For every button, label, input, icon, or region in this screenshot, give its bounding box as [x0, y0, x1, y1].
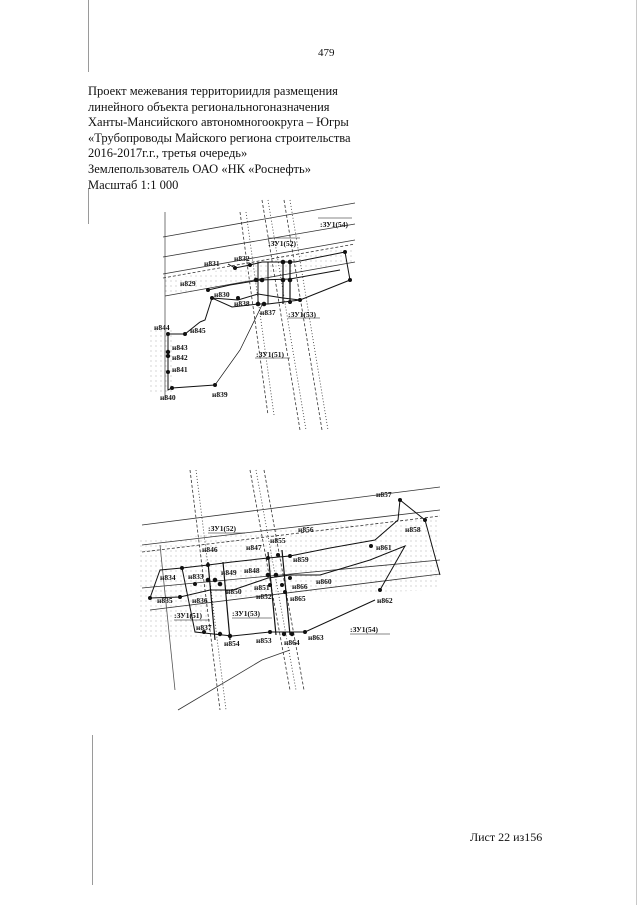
point-label: н832: [234, 254, 250, 263]
point-label: н846: [202, 545, 218, 554]
point-label: н856: [298, 525, 314, 534]
cadastral-map-2: [140, 469, 441, 711]
header-line: Масштаб 1:1 000: [88, 177, 179, 192]
point-label: н847: [246, 543, 262, 552]
point-label: н849: [221, 568, 237, 577]
header-line: Землепользователь ОАО «НК «Роснефть»: [88, 161, 311, 176]
point-label: н844: [154, 323, 170, 332]
point-label: н862: [377, 596, 393, 605]
point-label: н854: [224, 639, 240, 648]
cadastral-map-1: [150, 199, 356, 431]
point-label: н848: [244, 566, 260, 575]
document-header: Проект межевания территориидля размещени…: [88, 84, 388, 193]
point-label: н835: [157, 596, 173, 605]
point-label: н859: [293, 555, 309, 564]
page-number: 479: [318, 47, 335, 59]
point-label: н845: [190, 326, 206, 335]
header-line: 2016-2017г.г., третья очередь»: [88, 146, 248, 161]
point-label: н837: [260, 308, 276, 317]
point-label: н853: [256, 636, 272, 645]
zu-label: :ЗУ1(51): [174, 611, 203, 620]
scan-margin-line-left: [88, 188, 89, 224]
zu-label: :ЗУ1(53): [288, 310, 317, 319]
header-line: Проект межевания территориидля размещени…: [88, 84, 338, 98]
point-label: н860: [316, 577, 332, 586]
point-label: н866: [292, 582, 308, 591]
point-label: н831: [204, 259, 220, 268]
zu-label: :ЗУ1(51): [256, 350, 285, 359]
header-line: линейного объекта региональногоназначени…: [88, 99, 330, 114]
point-label: н834: [160, 573, 176, 582]
zu-label: :ЗУ1(54): [350, 625, 379, 634]
point-label: н863: [308, 633, 324, 642]
point-label: н858: [405, 525, 421, 534]
point-label: н830: [214, 290, 230, 299]
zu-label: :ЗУ1(53): [232, 609, 261, 618]
map2-labels: :ЗУ1(52) :ЗУ1(51) :ЗУ1(53) :ЗУ1(54) н857…: [157, 490, 421, 648]
point-label: н839: [212, 390, 228, 399]
point-label: н861: [376, 543, 392, 552]
zu-label: :ЗУ1(52): [208, 524, 237, 533]
point-label: н851: [254, 583, 270, 592]
point-label: н841: [172, 365, 188, 374]
point-label: н840: [160, 393, 176, 402]
scan-margin-line-top: [88, 0, 89, 72]
point-label: н850: [226, 587, 242, 596]
map1-vertices: [165, 250, 352, 390]
point-label: н838: [234, 299, 250, 308]
scan-margin-line-bottom: [92, 735, 93, 885]
scan-right-edge: [636, 0, 637, 905]
sheet-label: Лист 22 из156: [470, 830, 543, 844]
point-label: н833: [188, 572, 204, 581]
header-line: «Трубопроводы Майского региона строитель…: [88, 130, 351, 145]
header-line: Ханты-Мансийского автономногоокруга – Юг…: [88, 115, 349, 130]
point-label: н829: [180, 279, 196, 288]
map1-labels: :ЗУ1(54) :ЗУ1(52) :ЗУ1(53) :ЗУ1(51) н831…: [154, 220, 349, 402]
zu-label: :ЗУ1(54): [320, 220, 349, 229]
point-label: н837: [196, 623, 212, 632]
point-label: н865: [290, 594, 306, 603]
point-label: н852: [256, 592, 272, 601]
point-label: н864: [284, 638, 300, 647]
zu-label: :ЗУ1(52): [268, 239, 297, 248]
point-label: н843: [172, 343, 188, 352]
point-label: н836: [192, 596, 208, 605]
point-label: н857: [376, 490, 392, 499]
point-label: н855: [270, 536, 286, 545]
point-label: н842: [172, 353, 188, 362]
map2-vertices: [148, 498, 427, 639]
